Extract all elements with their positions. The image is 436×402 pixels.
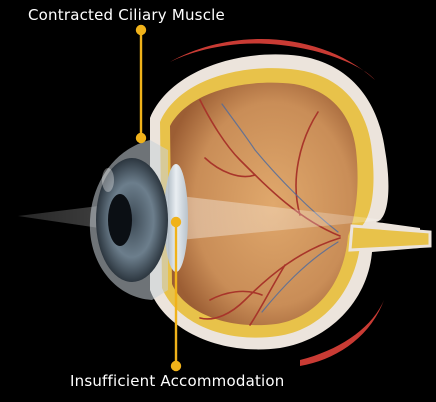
leader-dot-bottom-end bbox=[172, 362, 180, 370]
optic-nerve bbox=[350, 226, 430, 250]
label-insufficient-accommodation: Insufficient Accommodation bbox=[70, 372, 285, 390]
corneal-highlight bbox=[102, 168, 114, 192]
leader-dot-bottom-start bbox=[172, 218, 180, 226]
pupil bbox=[108, 194, 132, 246]
label-contracted-ciliary-muscle: Contracted Ciliary Muscle bbox=[28, 6, 225, 24]
leader-dot-top-end bbox=[137, 134, 145, 142]
leader-dot-top-start bbox=[137, 26, 145, 34]
